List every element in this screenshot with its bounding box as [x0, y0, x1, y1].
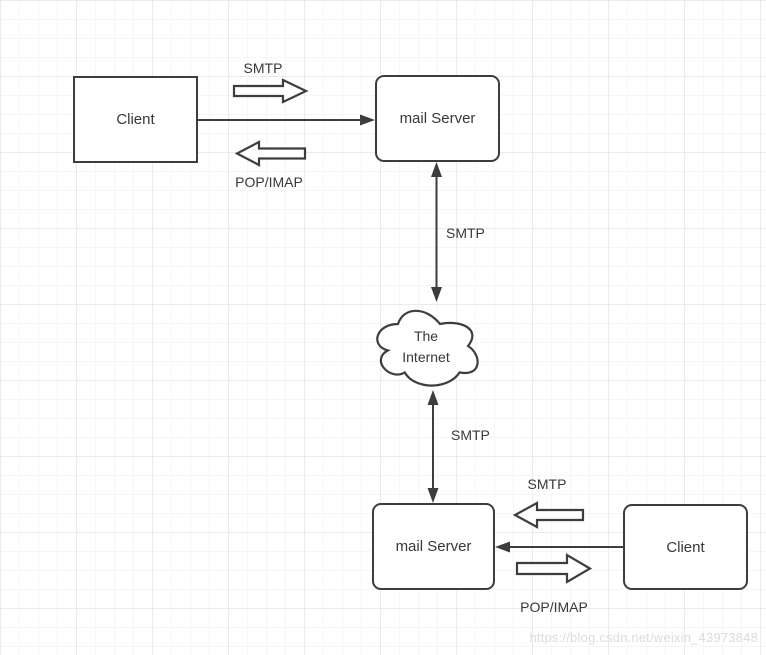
label-smtp-link-lower: SMTP	[451, 427, 490, 443]
node-internet-label: The Internet	[402, 328, 450, 365]
label-smtp-bottom: SMTP	[527, 476, 567, 492]
arrowhead-down-icon	[431, 287, 442, 302]
label-smtp-top: SMTP	[243, 60, 283, 76]
node-client-top-label: Client	[116, 111, 155, 128]
internet-cloud-shape	[376, 309, 479, 387]
label-smtp-link-upper: SMTP	[446, 225, 485, 241]
node-client-bottom-label: Client	[666, 538, 705, 556]
arrowhead-left-icon	[495, 541, 510, 553]
block-arrow-left-popimap-top	[234, 140, 307, 167]
node-client-bottom: Client	[623, 504, 748, 590]
block-arrow-right-popimap-bottom	[515, 553, 593, 584]
arrowhead-down-icon	[427, 488, 439, 503]
node-client-top: Client	[73, 76, 198, 163]
arrowhead-right-icon	[360, 114, 375, 126]
block-arrow-left-smtp-bottom	[512, 501, 585, 529]
node-mail-server-top: mail Server	[375, 75, 500, 162]
node-mail-server-bottom: mail Server	[372, 503, 495, 590]
node-mail-server-top-label: mail Server	[399, 110, 476, 127]
label-pop-imap-bottom: POP/IMAP	[520, 599, 588, 615]
arrowhead-up-icon	[427, 390, 439, 405]
label-pop-imap-top: POP/IMAP	[235, 174, 303, 190]
csdn-watermark: https://blog.csdn.net/weixin_43973848	[529, 630, 758, 645]
block-arrow-right-smtp-top	[232, 78, 309, 104]
node-mail-server-bottom-label: mail Server	[395, 538, 472, 555]
arrowhead-up-icon	[431, 162, 442, 177]
